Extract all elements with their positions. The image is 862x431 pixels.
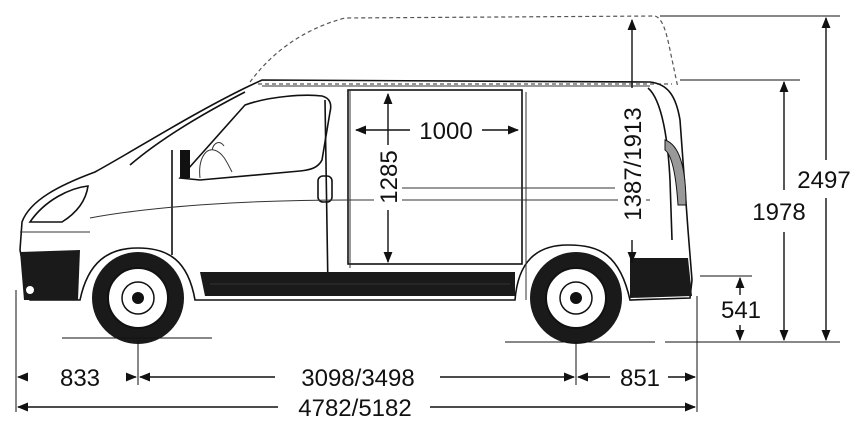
front-bumper — [20, 250, 80, 300]
front-wheel — [92, 252, 184, 344]
headlight — [28, 185, 89, 223]
driver-silhouette — [199, 142, 233, 179]
door-height-label: 1387/1913 — [620, 107, 647, 220]
dimension-lines — [15, 15, 840, 412]
wheelbase-label: 3098/3498 — [301, 365, 414, 392]
fog-light — [26, 286, 34, 294]
sliding-door-rails — [349, 90, 527, 300]
front-overhang-label: 833 — [60, 365, 100, 392]
high-roof-outline — [249, 15, 679, 89]
body-crease — [89, 199, 650, 219]
van-illustration — [19, 15, 693, 344]
rear-wheel — [530, 252, 622, 344]
sliding-door — [347, 89, 523, 265]
dimension-labels: 833 3098/3498 851 4782/5182 1000 1285 13… — [28, 90, 851, 422]
rear-panel — [647, 87, 673, 241]
load-sill-height-label: 541 — [721, 297, 761, 324]
overall-height-low-label: 1978 — [752, 199, 805, 226]
front-door-edge — [171, 99, 329, 291]
rear-overhang-label: 851 — [620, 365, 660, 392]
overall-length-label: 4782/5182 — [298, 395, 411, 422]
door-handle — [317, 175, 333, 203]
mirror — [180, 150, 190, 178]
cargo-width-label: 1000 — [419, 118, 472, 145]
front-door-window — [178, 94, 332, 181]
cargo-height-label: 1285 — [376, 150, 403, 203]
windshield — [129, 91, 246, 166]
tail-light — [664, 139, 687, 206]
van-body-outline — [19, 79, 693, 301]
overall-height-high-label: 2497 — [797, 167, 850, 194]
rear-bumper — [630, 258, 692, 298]
